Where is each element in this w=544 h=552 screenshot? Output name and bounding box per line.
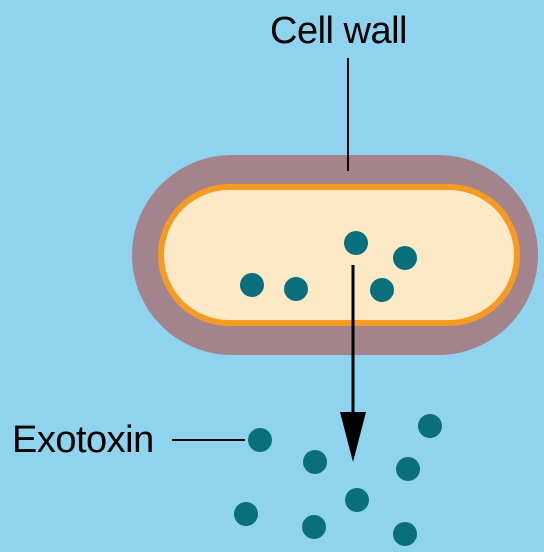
exotoxin-molecule <box>248 428 272 452</box>
cell-wall-label: Cell wall <box>270 12 407 50</box>
cytoplasm <box>164 190 514 320</box>
exotoxin-molecule <box>344 231 368 255</box>
exotoxin-molecule <box>240 273 264 297</box>
exotoxin-molecule <box>370 278 394 302</box>
exotoxin-molecule <box>234 502 258 526</box>
bacterial-cell <box>132 155 538 355</box>
exotoxin-molecule <box>418 414 442 438</box>
exotoxin-molecule <box>302 515 326 539</box>
exotoxin-molecule <box>396 457 420 481</box>
exotoxin-molecule <box>393 522 417 546</box>
exotoxin-molecule <box>303 450 327 474</box>
exotoxin-molecule <box>393 246 417 270</box>
exotoxin-molecule <box>345 488 369 512</box>
exotoxin-label: Exotoxin <box>12 421 154 459</box>
exotoxin-molecule <box>284 277 308 301</box>
